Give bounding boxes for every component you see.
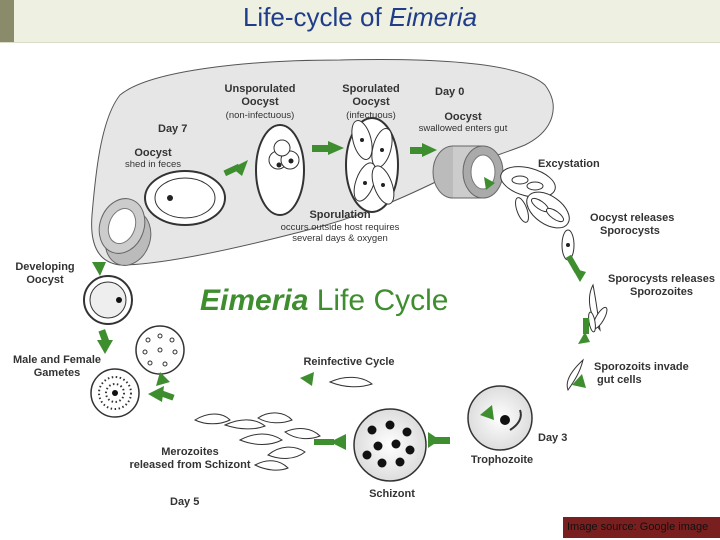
gut-tube-entry — [432, 145, 504, 199]
label-trophozoite: Trophozoite — [471, 454, 533, 466]
label-excystation: Excystation — [538, 158, 600, 170]
slide-title: Life-cycle of Eimeria — [0, 2, 720, 33]
cycle-arrows — [92, 141, 590, 450]
label-reinfective: Reinfective Cycle — [303, 356, 394, 368]
label-day0-sub: swallowed enters gut — [419, 123, 508, 134]
sporozoite-invade — [566, 358, 584, 392]
oocyst-shed — [144, 170, 226, 226]
reinfective-merozoite — [328, 376, 374, 388]
label-day7: Day 7 — [158, 123, 187, 135]
merozoites — [193, 412, 321, 471]
title-italic: Eimeria — [388, 2, 478, 32]
title-text: Life-cycle of — [242, 2, 389, 32]
label-oocyst-shed-sub: shed in feces — [125, 159, 181, 170]
female-gamete — [90, 368, 140, 418]
label-sporulation: Sporulation — [309, 209, 370, 221]
label-unsporulated-sub: (non-infectuous) — [226, 110, 295, 121]
image-source-banner: Image source: Google image — [563, 517, 720, 538]
sporocysts-released — [515, 191, 575, 261]
label-day0: Day 0 — [435, 86, 464, 98]
diagram-title: Eimeria Life Cycle — [200, 284, 448, 317]
schizont-cell — [353, 408, 427, 482]
title-bar: Life-cycle of Eimeria — [0, 0, 720, 43]
label-day5: Day 5 — [170, 496, 199, 508]
label-day3: Day 3 — [538, 432, 567, 444]
label-sporulated-sub: (infectuous) — [346, 110, 396, 121]
label-schizont: Schizont — [369, 488, 415, 500]
gut-tube-exit — [98, 198, 152, 266]
sporulated-oocyst — [345, 117, 399, 213]
label-oocyst-shed: Oocyst — [134, 147, 172, 159]
unsporulated-oocyst — [255, 124, 305, 216]
male-gamete — [135, 325, 185, 375]
developing-oocyst — [83, 275, 133, 325]
title-accent — [0, 0, 14, 42]
label-day0-oocyst: Oocyst — [444, 111, 482, 123]
sporozoites — [588, 283, 608, 333]
excystation-oocyst — [500, 166, 556, 198]
trophozoite-cell — [467, 385, 533, 451]
